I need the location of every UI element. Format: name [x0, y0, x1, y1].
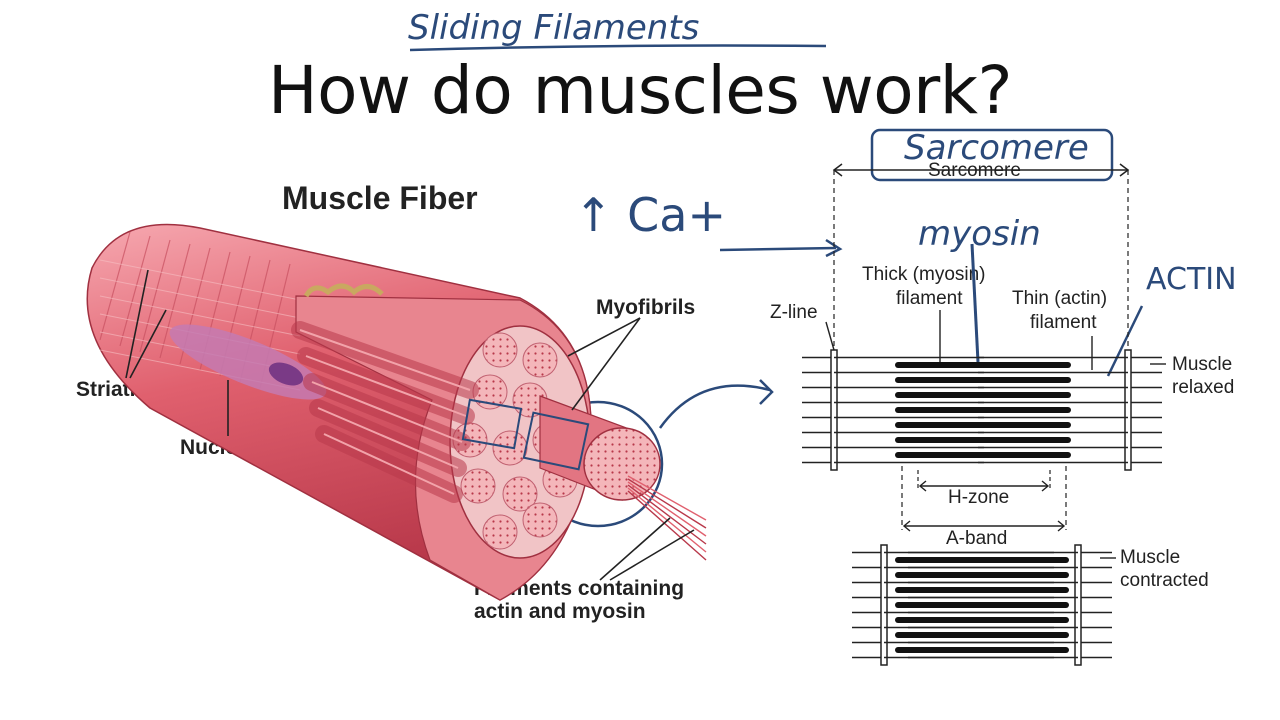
striation-line	[139, 239, 171, 353]
label-myofibrils: Myofibrils	[596, 296, 696, 319]
label-thin-line1: Thin (actin)	[1012, 288, 1108, 309]
label-thin-line2: filament	[1030, 312, 1097, 333]
label-thick-line1: Thick (myosin)	[862, 264, 986, 285]
myofibril-end	[583, 427, 661, 501]
zoom-box-a	[461, 398, 523, 450]
striation-line	[99, 231, 131, 341]
handwritten-calcium: ↑ Ca+	[574, 188, 727, 242]
myofibril-section	[482, 514, 518, 550]
myofibril-section	[522, 342, 558, 378]
myofibril-highlight	[323, 433, 455, 495]
filament-strands	[627, 475, 707, 561]
label-filaments-line2: actin and myosin	[474, 600, 646, 623]
filament-strand	[627, 484, 707, 545]
myofibril-section	[522, 502, 558, 538]
z-line-left	[880, 544, 888, 666]
page-title: How do muscles work?	[267, 52, 1013, 129]
striation-band	[99, 277, 301, 319]
label-a-band: A-band	[946, 528, 1008, 549]
sarcoplasmic-reticulum	[303, 283, 384, 298]
label-thick-line2: filament	[896, 288, 963, 309]
label-contracted-line2: contracted	[1120, 570, 1209, 591]
sarcomere-hand-box	[870, 128, 1114, 182]
zoom-arrow-line	[658, 384, 771, 429]
label-h-zone: H-zone	[948, 487, 1010, 508]
zoom-box-b	[522, 411, 590, 471]
myofibril-highlight	[311, 381, 463, 443]
sarcomere-diagram	[802, 163, 1166, 666]
myofibril-highlight	[305, 355, 467, 417]
label-relaxed-line1: Muscle	[1172, 354, 1233, 375]
myofibril-section	[460, 468, 496, 504]
handwritten-actin: ACTIN	[1146, 262, 1237, 297]
actin-pointer	[1106, 305, 1144, 377]
handwritten-myosin: myosin	[918, 214, 1041, 254]
label-relaxed-line2: relaxed	[1172, 377, 1235, 398]
striation-line	[119, 235, 151, 347]
calcium-arrow-line	[719, 246, 837, 252]
nucleus-core	[268, 362, 304, 386]
handwritten-sliding-filaments: Sliding Filaments	[408, 8, 700, 48]
muscle-fiber-illustration	[86, 223, 707, 601]
myofibril-section	[482, 332, 518, 368]
filament-strand	[627, 475, 707, 521]
relaxed-sarcomere	[802, 349, 1166, 471]
label-contracted-line1: Muscle	[1120, 547, 1181, 568]
z-line-left	[830, 349, 838, 471]
myofibril-highlight	[299, 329, 471, 391]
myofibril-tubes	[291, 321, 479, 503]
striation-band	[99, 259, 301, 301]
myofibril-section	[502, 476, 538, 512]
filament-strand	[627, 490, 707, 561]
z-line-right	[1074, 544, 1082, 666]
sliding-filaments-underline	[409, 44, 827, 52]
filament-strand	[627, 481, 707, 537]
contracted-sarcomere	[852, 544, 1116, 666]
zoom-arrow-head	[759, 379, 774, 405]
calcium-arrow-head	[825, 238, 843, 258]
striation-line	[159, 243, 191, 359]
filament-strand	[627, 478, 707, 529]
fiber-pointer-lines	[125, 269, 695, 581]
striation-band	[99, 295, 301, 337]
muscle-fiber-title: Muscle Fiber	[282, 180, 478, 216]
myofibril-highlight	[317, 407, 459, 469]
label-z-line: Z-line	[770, 302, 818, 323]
z-line-right	[1124, 349, 1132, 471]
myosin-pointer	[970, 243, 980, 363]
